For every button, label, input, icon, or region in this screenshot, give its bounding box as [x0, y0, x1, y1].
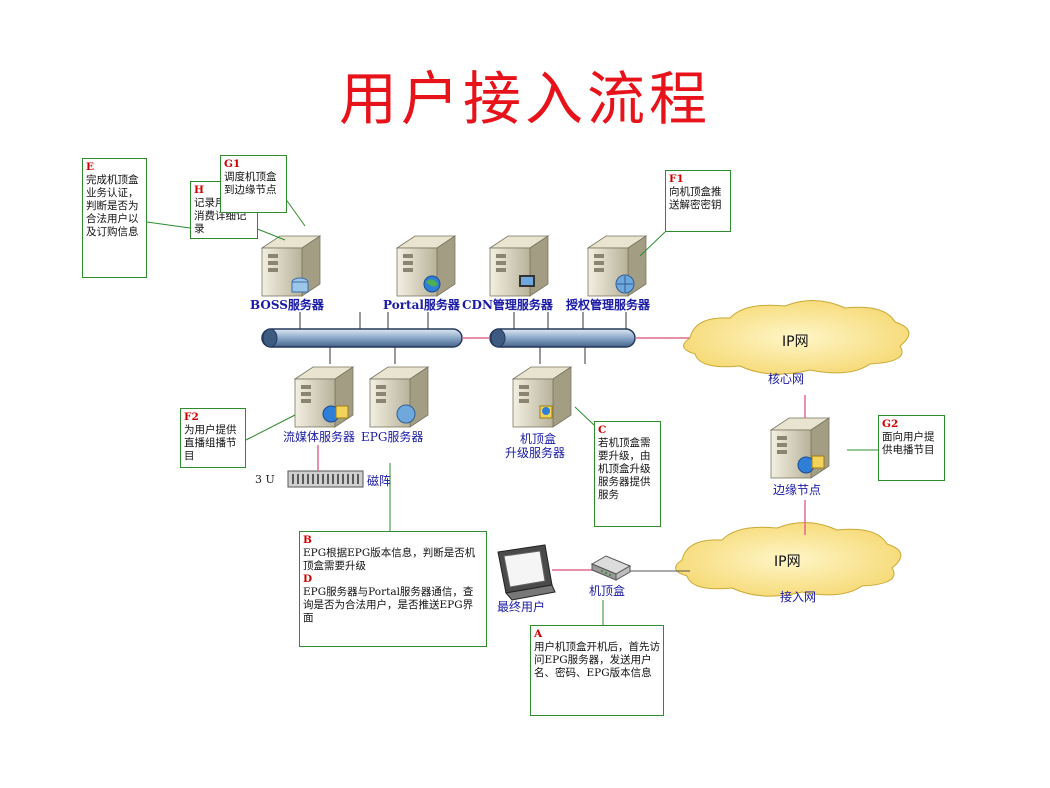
callout-g1: G1 调度机顶盒到边缘节点 [220, 155, 287, 213]
ip-network-core-label: IP网 [782, 334, 809, 350]
callout-g1-key: G1 [224, 158, 241, 170]
stb-label: 机顶盒 [589, 584, 626, 598]
callout-g2-text: 面向用户提供电播节目 [882, 431, 935, 456]
stb-upgrade-label-1: 机顶盒 [520, 432, 557, 446]
callout-c: C 若机顶盒需要升级，由机顶盒升级服务器提供服务 [594, 421, 661, 527]
callout-a-key: A [534, 628, 543, 640]
disk-array-icon [287, 470, 364, 488]
ip-network-access-label: IP网 [774, 554, 801, 570]
callout-d-text: EPG服务器与Portal服务器通信，查询是否为合法用户，是否推送EPG界面 [303, 586, 474, 624]
callout-d-key: D [303, 573, 313, 585]
edge-node-label: 边缘节点 [773, 483, 822, 497]
callout-b-d: B EPG根据EPG版本信息，判断是否机顶盒需要升级 D EPG服务器与Port… [299, 531, 487, 647]
callout-a: A 用户机顶盒开机后，首先访问EPG服务器，发送用户名、密码、EPG版本信息 [530, 625, 664, 716]
callout-h-key: H [194, 184, 204, 196]
callout-e: E 完成机顶盒业务认证，判断是否为合法用户以及订购信息 [82, 158, 147, 278]
access-network-label: 接入网 [780, 590, 817, 604]
epg-server-label: EPG服务器 [361, 430, 424, 444]
callout-a-text: 用户机顶盒开机后，首先访问EPG服务器，发送用户名、密码、EPG版本信息 [534, 641, 660, 679]
backbone-pipe-right [489, 328, 636, 348]
page-title: 用户接入流程 [338, 65, 711, 133]
ip-cloud-access [675, 522, 902, 597]
auth-server-label: 授权管理服务器 [566, 298, 651, 312]
callout-f1-key: F1 [669, 173, 684, 185]
callout-f2: F2 为用户提供直播组播节目 [180, 408, 246, 468]
end-user-label: 最终用户 [497, 600, 546, 614]
portal-server-label: Portal服务器 [383, 298, 460, 312]
backbone-pipe-left [261, 328, 463, 348]
callout-e-text: 完成机顶盒业务认证，判断是否为合法用户以及订购信息 [86, 174, 139, 238]
disk-size-label: 3 U [255, 473, 275, 486]
callout-g2-key: G2 [882, 418, 899, 430]
cdn-server-label: CDN管理服务器 [462, 298, 553, 312]
boss-server-label: BOSS服务器 [250, 298, 324, 312]
callout-b-text: EPG根据EPG版本信息，判断是否机顶盒需要升级 [303, 547, 476, 572]
callout-e-key: E [86, 161, 95, 173]
callout-f1-text: 向机顶盒推送解密密钥 [669, 186, 722, 211]
callout-c-text: 若机顶盒需要升级，由机顶盒升级服务器提供服务 [598, 437, 651, 501]
callout-g1-text: 调度机顶盒到边缘节点 [224, 171, 277, 196]
disk-array-label: 磁阵 [367, 474, 392, 488]
media-server-label: 流媒体服务器 [283, 430, 356, 444]
callout-f1: F1 向机顶盒推送解密密钥 [665, 170, 731, 232]
stb-device-icon [590, 555, 632, 581]
end-user-tv-icon [497, 544, 556, 601]
ip-cloud-core [683, 300, 910, 375]
callout-f2-text: 为用户提供直播组播节目 [184, 424, 237, 462]
callout-f2-key: F2 [184, 411, 199, 423]
core-network-label: 核心网 [768, 372, 805, 386]
stb-upgrade-label-2: 升级服务器 [505, 446, 566, 460]
boss-server-icon [261, 235, 321, 297]
callout-g2: G2 面向用户提供电播节目 [878, 415, 945, 481]
callout-b-key: B [303, 534, 312, 546]
callout-c-key: C [598, 424, 607, 436]
